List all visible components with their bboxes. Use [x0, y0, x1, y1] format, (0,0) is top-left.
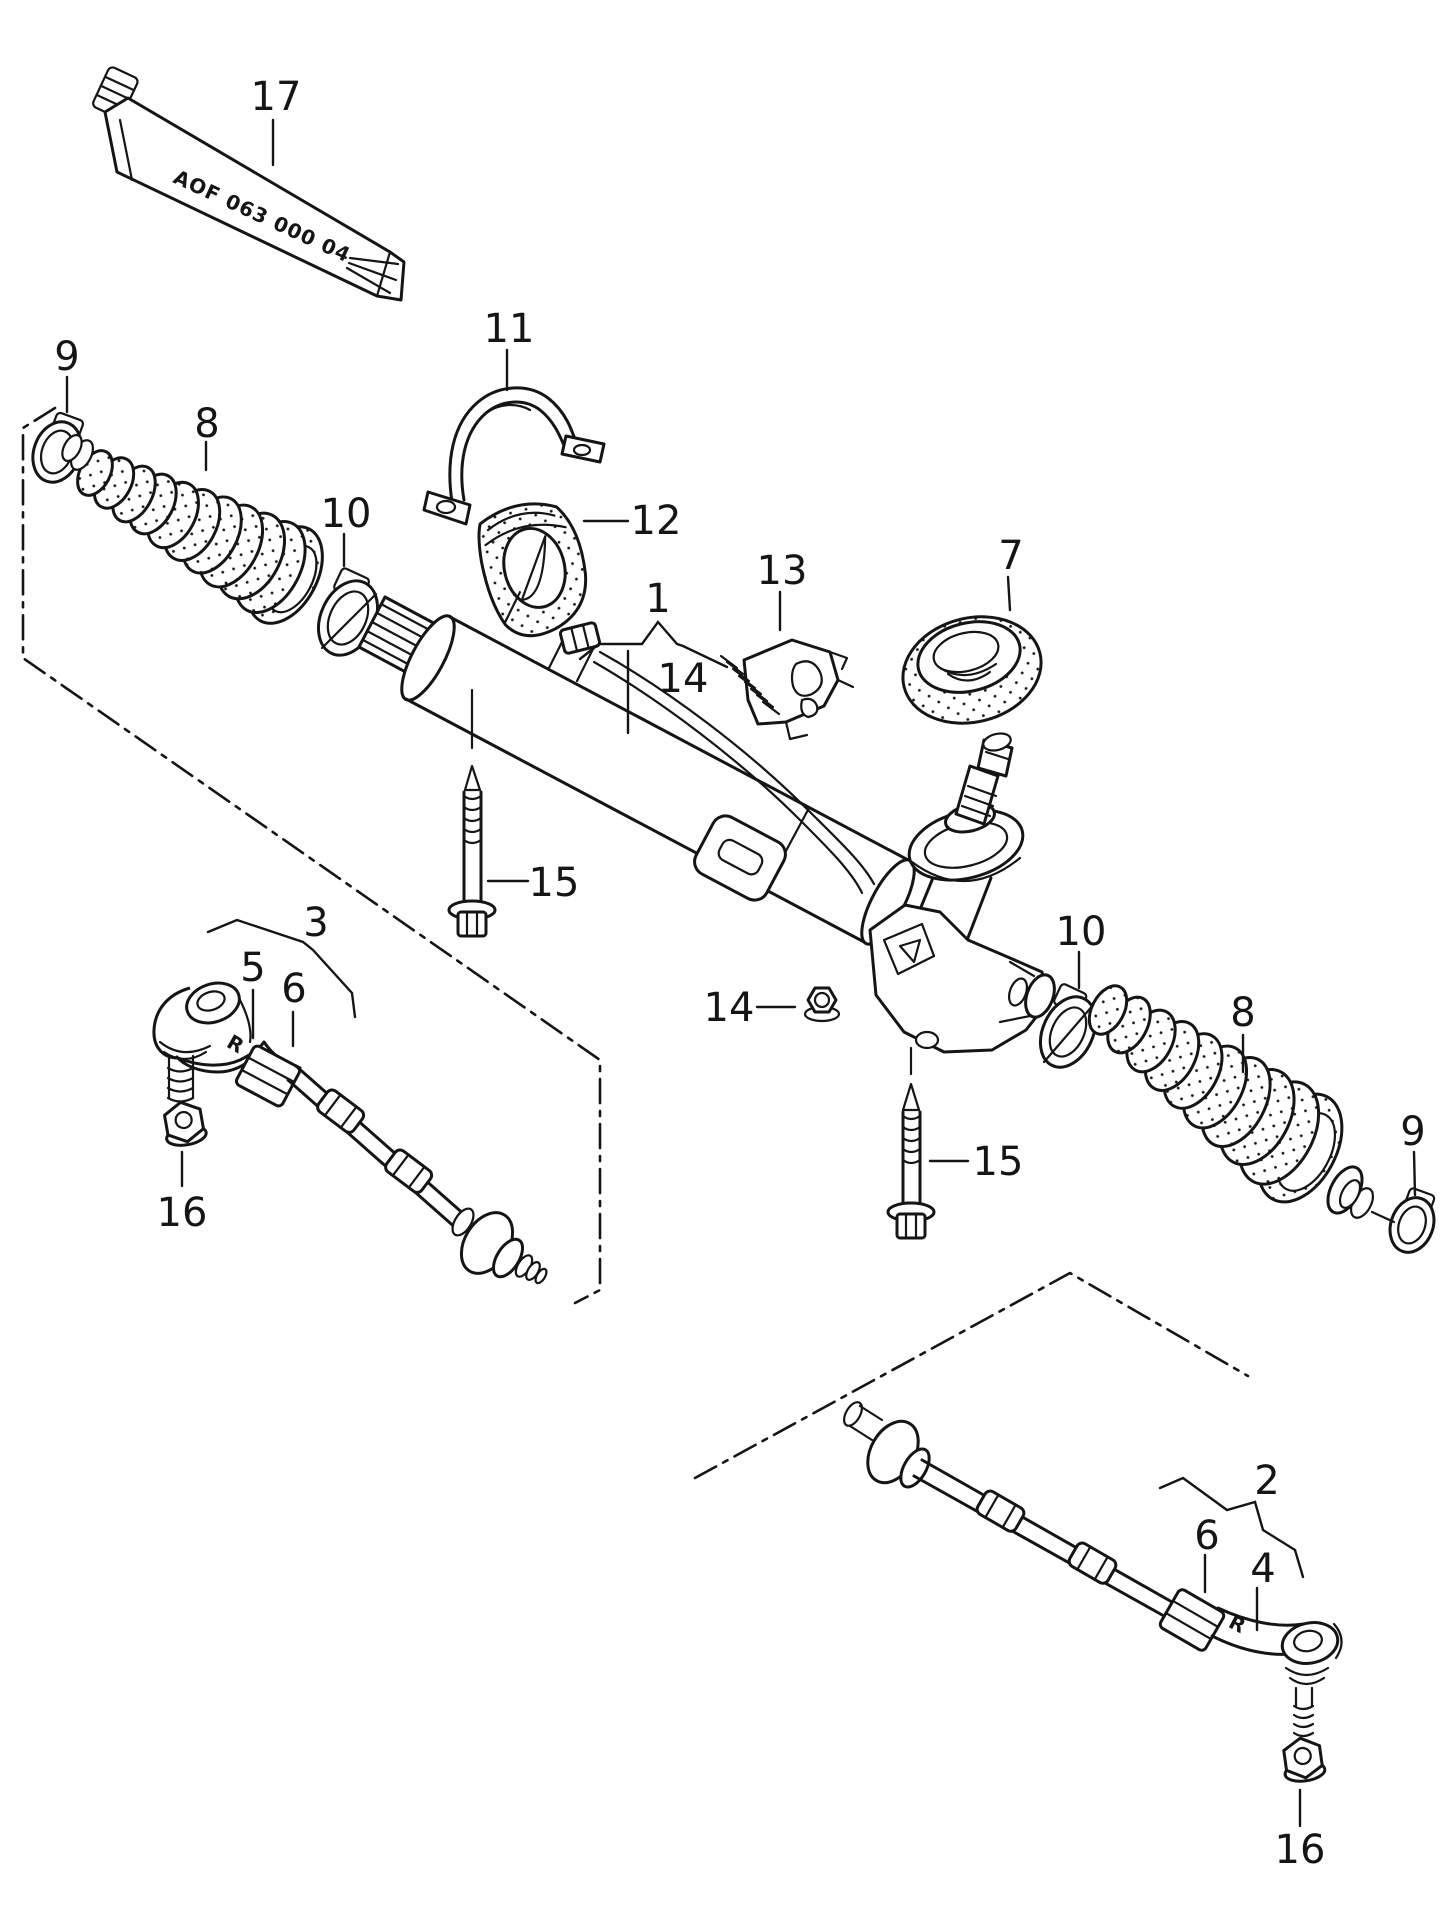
nut-16-right [1282, 1736, 1327, 1783]
callout-1: 1 [645, 576, 670, 622]
adjuster-hex-left [234, 1044, 302, 1108]
clamp-9-right [1370, 1187, 1436, 1254]
leader-lines [65, 118, 1417, 1828]
callout-15-left: 15 [529, 860, 580, 906]
clamp-9-left [31, 411, 102, 484]
tie-rod-left: R [152, 981, 548, 1285]
callout-12: 12 [631, 498, 682, 544]
boot-left [61, 433, 324, 625]
clamp-10-right [1038, 983, 1098, 1069]
callout-14-top: 14 [658, 656, 709, 702]
callout-11: 11 [484, 306, 535, 352]
pinion-housing-casting [868, 903, 1056, 1054]
toothed-damper-13 [719, 638, 855, 741]
orientation-mark-left: R [223, 1030, 248, 1058]
callout-9-right: 9 [1400, 1109, 1425, 1155]
grommet-7 [901, 615, 1043, 725]
callout-14-nut: 14 [704, 985, 755, 1031]
pinion-tower [907, 732, 1025, 950]
callout-16-right: 16 [1275, 1827, 1326, 1873]
flange-nut-14 [803, 986, 841, 1023]
bolt-15-right [886, 1046, 936, 1240]
callout-10-right: 10 [1056, 909, 1107, 955]
callout-13: 13 [757, 548, 808, 594]
callout-6-right: 6 [1194, 1513, 1219, 1559]
banjo-fitting [547, 621, 602, 683]
rubber-bushing-12 [477, 502, 588, 638]
callout-5: 5 [240, 945, 265, 991]
callout-10-left: 10 [321, 491, 372, 537]
bolt-15-left [447, 688, 497, 938]
nut-16-left [163, 1100, 208, 1147]
boot-right [1087, 984, 1375, 1219]
mounting-bracket-11 [422, 386, 606, 526]
callout-8-right: 8 [1230, 990, 1255, 1036]
callout-3: 3 [303, 900, 328, 946]
callout-labels: 17 9 8 10 11 12 1 14 13 7 15 14 15 10 8 … [54, 74, 1425, 1873]
callout-8-left: 8 [194, 401, 219, 447]
rack-housing [357, 595, 1056, 1054]
phantom-lines-right-group [693, 1271, 1250, 1480]
callout-7: 7 [998, 533, 1023, 579]
phantom-lines-left-group [21, 406, 602, 1305]
callout-17: 17 [251, 74, 302, 120]
adjuster-hex-right [1158, 1588, 1226, 1652]
callout-16-left: 16 [157, 1190, 208, 1236]
callout-2: 2 [1254, 1458, 1279, 1504]
callout-4: 4 [1250, 1546, 1275, 1592]
grease-tube: AOF 063 000 04 [92, 66, 406, 302]
tie-rod-right: R [843, 1401, 1343, 1783]
callout-15-right: 15 [973, 1139, 1024, 1185]
callout-6-left: 6 [281, 966, 306, 1012]
callout-9-left: 9 [54, 334, 79, 380]
